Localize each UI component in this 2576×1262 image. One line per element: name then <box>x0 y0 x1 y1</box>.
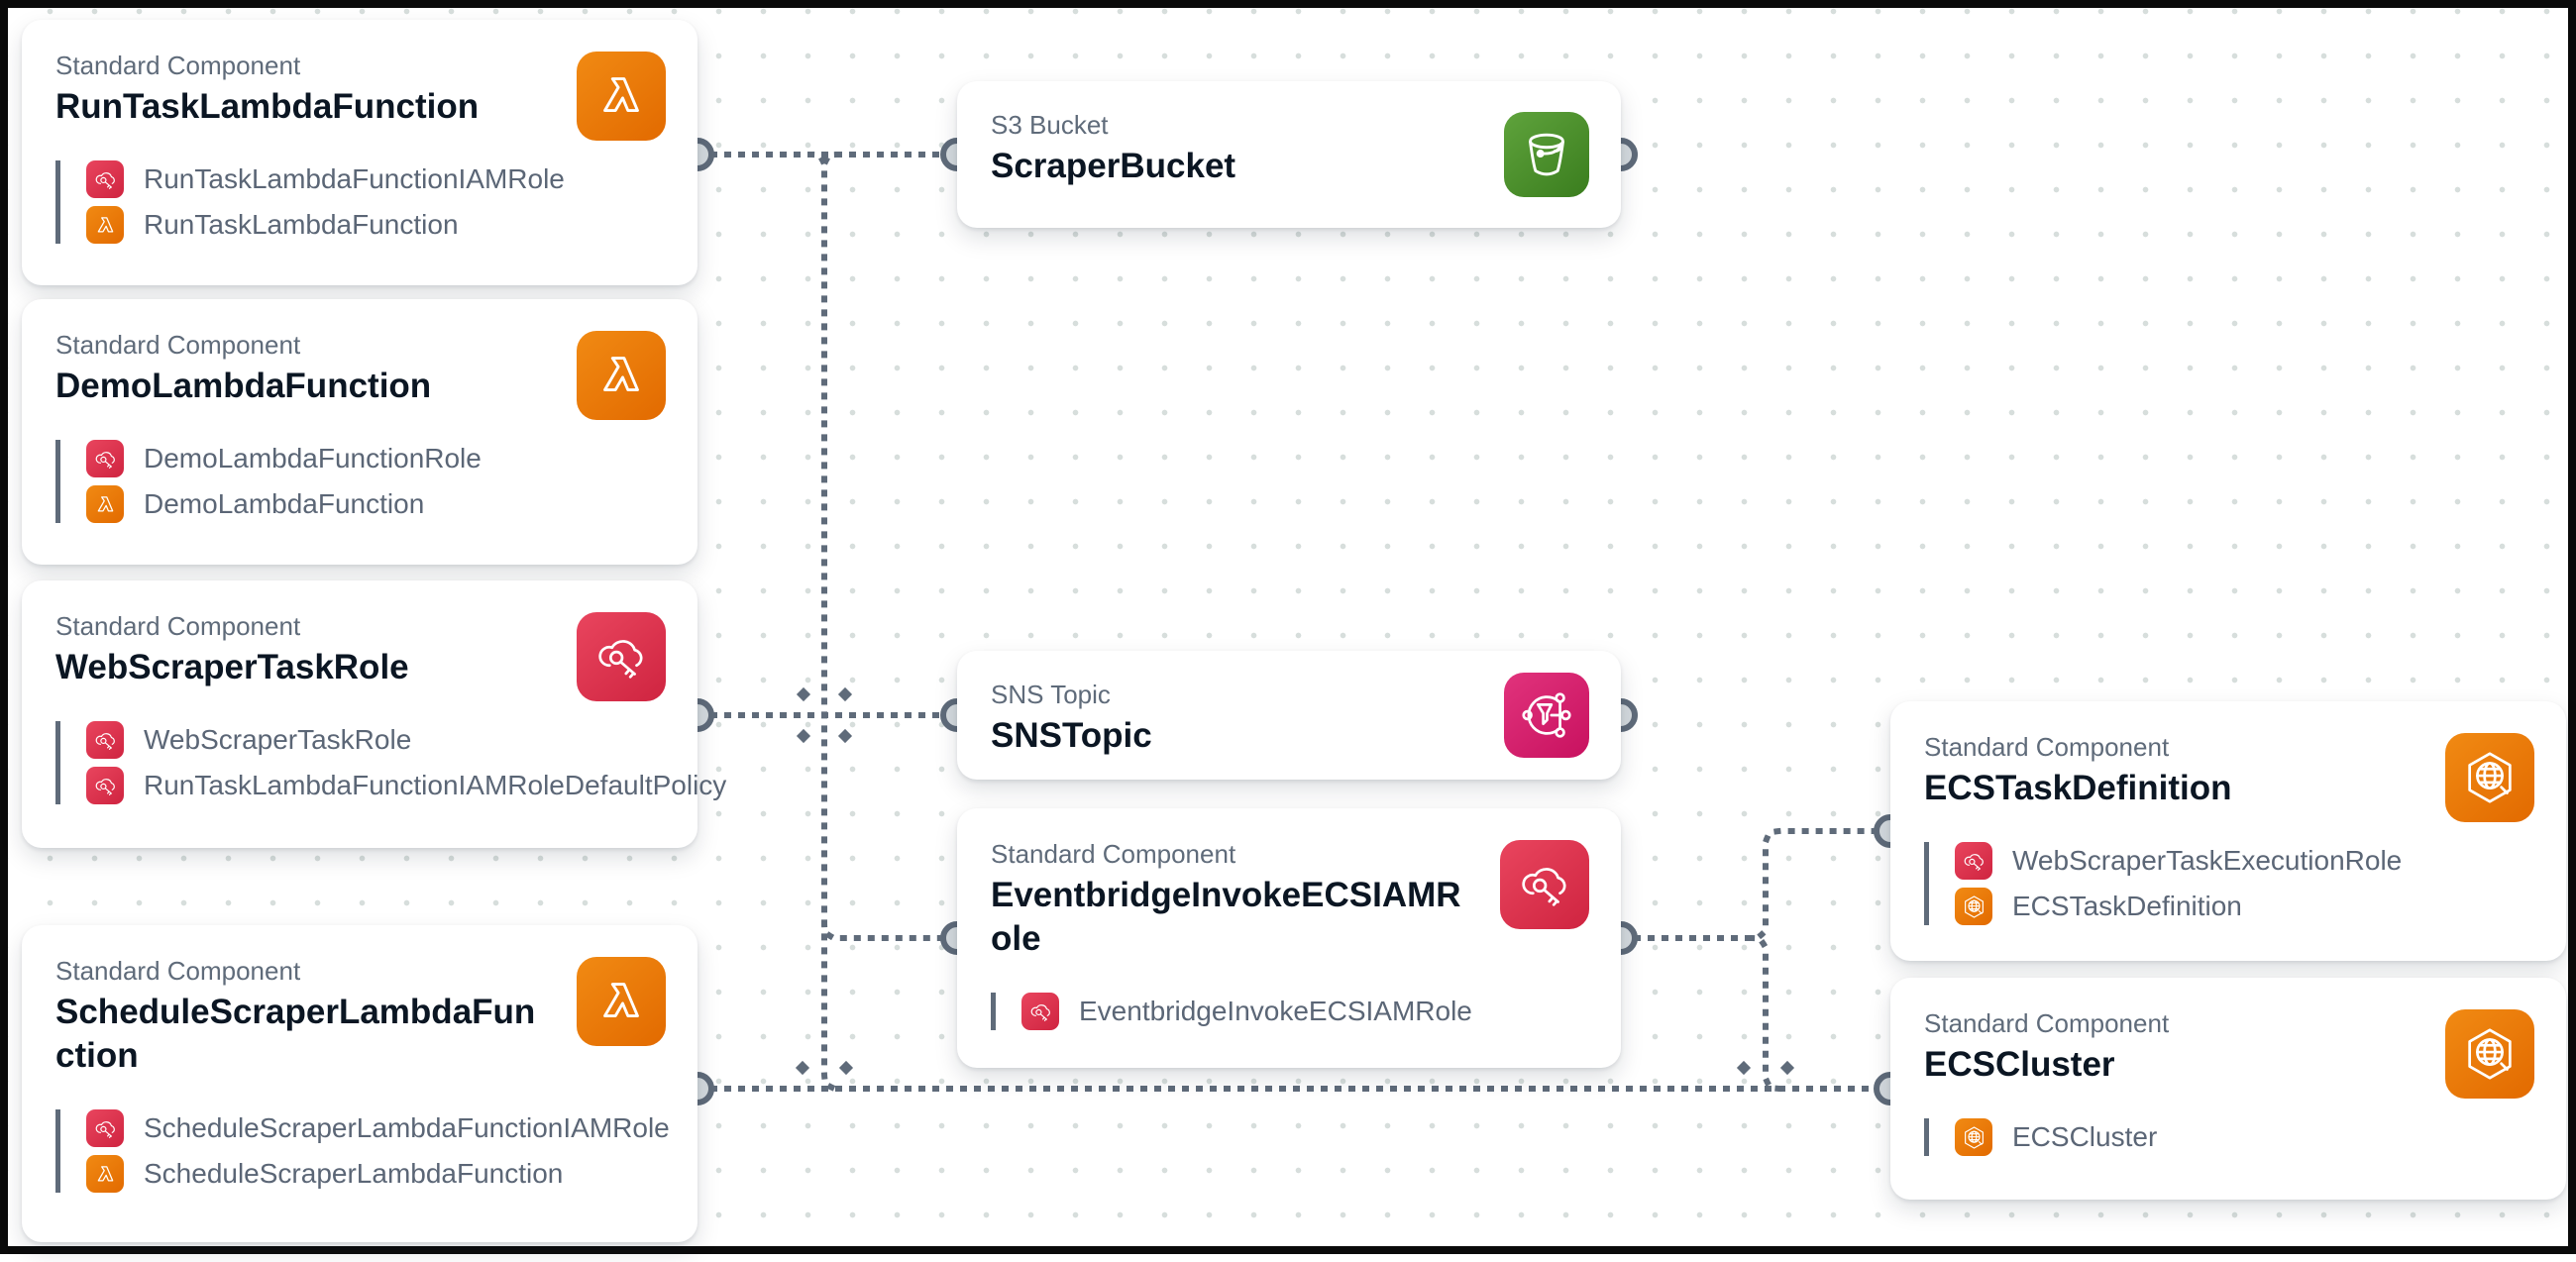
component-card-ecscluster[interactable]: Standard Component ECSCluster ECSCluster <box>1890 978 2566 1200</box>
list-item[interactable]: WebScraperTaskRole <box>86 721 678 759</box>
ecs-icon <box>2445 1009 2534 1099</box>
card-title: ScheduleScraperLambdaFunction <box>55 993 536 1075</box>
card-type-label: Standard Component <box>55 51 301 80</box>
ecs-icon <box>1955 888 1992 925</box>
sub-resource-list: EventbridgeInvokeECSIAMRole <box>991 993 1601 1030</box>
iam-role-icon <box>86 160 124 198</box>
card-type-label: Standard Component <box>55 611 301 641</box>
lambda-icon <box>577 957 666 1046</box>
lambda-icon <box>577 52 666 141</box>
card-type-label: Standard Component <box>55 330 301 360</box>
card-title: DemoLambdaFunction <box>55 367 432 405</box>
list-item[interactable]: ScheduleScraperLambdaFunctionIAMRole <box>86 1109 678 1147</box>
item-label: DemoLambdaFunctionRole <box>144 443 482 473</box>
item-label: DemoLambdaFunction <box>144 488 425 519</box>
card-title: EventbridgeInvokeECSIAMRole <box>991 876 1461 958</box>
resource-card-scraperbucket[interactable]: S3 Bucket ScraperBucket <box>957 81 1621 228</box>
card-type-label: Standard Component <box>1924 1008 2170 1038</box>
lambda-icon <box>86 206 124 244</box>
item-label: WebScraperTaskRole <box>144 724 412 755</box>
iam-role-icon <box>86 767 124 804</box>
lambda-icon <box>577 331 666 420</box>
item-label: WebScraperTaskExecutionRole <box>2012 845 2403 876</box>
sub-resource-list: ScheduleScraperLambdaFunctionIAMRole Sch… <box>55 1109 678 1193</box>
item-label: ECSCluster <box>2012 1121 2158 1152</box>
diagram-canvas[interactable]: Standard Component RunTaskLambdaFunction… <box>8 8 2568 1246</box>
card-type-label: Standard Component <box>991 839 1236 869</box>
iam-role-icon <box>1021 993 1059 1030</box>
list-item[interactable]: ECSCluster <box>1955 1118 2546 1156</box>
iam-role-icon <box>1500 840 1589 929</box>
card-type-label: S3 Bucket <box>991 110 1109 140</box>
sub-resource-list: WebScraperTaskExecutionRole ECSTaskDefin… <box>1924 842 2546 925</box>
list-item[interactable]: DemoLambdaFunctionRole <box>86 440 678 477</box>
item-label: RunTaskLambdaFunctionIAMRole <box>144 163 565 194</box>
component-card-webscrapertaskrole[interactable]: Standard Component WebScraperTaskRole We… <box>22 580 726 848</box>
list-item[interactable]: WebScraperTaskExecutionRole <box>1955 842 2546 880</box>
component-card-ecstaskdefinition[interactable]: Standard Component ECSTaskDefinition Web… <box>1890 701 2566 961</box>
card-type-label: SNS Topic <box>991 680 1111 709</box>
ecs-icon <box>2445 733 2534 822</box>
list-item[interactable]: RunTaskLambdaFunctionIAMRole <box>86 160 678 198</box>
lambda-icon <box>86 485 124 523</box>
iam-role-icon <box>86 440 124 477</box>
list-item[interactable]: RunTaskLambdaFunctionIAMRoleDefaultPolic… <box>86 767 726 804</box>
sub-resource-list: RunTaskLambdaFunctionIAMRole RunTaskLamb… <box>55 160 678 244</box>
item-label: EventbridgeInvokeECSIAMRole <box>1079 996 1472 1026</box>
list-item[interactable]: RunTaskLambdaFunction <box>86 206 678 244</box>
iam-role-icon <box>86 1109 124 1147</box>
resource-card-snstopic[interactable]: SNS Topic SNSTopic <box>957 651 1621 780</box>
component-card-demolambdafunction[interactable]: Standard Component DemoLambdaFunction De… <box>22 299 698 565</box>
card-type-label: Standard Component <box>1924 732 2170 762</box>
ecs-icon <box>1955 1118 1992 1156</box>
iam-role-icon <box>1955 842 1992 880</box>
item-label: ECSTaskDefinition <box>2012 891 2242 921</box>
item-label: RunTaskLambdaFunction <box>144 209 459 240</box>
component-card-runtasklambdafunction[interactable]: Standard Component RunTaskLambdaFunction… <box>22 20 698 285</box>
s3-bucket-icon <box>1504 112 1589 197</box>
card-title: RunTaskLambdaFunction <box>55 87 480 126</box>
sub-resource-list: DemoLambdaFunctionRole DemoLambdaFunctio… <box>55 440 678 523</box>
card-title: SNSTopic <box>991 716 1152 755</box>
card-title: ECSTaskDefinition <box>1924 769 2232 807</box>
iam-role-icon <box>86 721 124 759</box>
list-item[interactable]: EventbridgeInvokeECSIAMRole <box>1021 993 1601 1030</box>
item-label: ScheduleScraperLambdaFunctionIAMRole <box>144 1112 670 1143</box>
card-type-label: Standard Component <box>55 956 301 986</box>
sns-topic-icon <box>1504 673 1589 758</box>
list-item[interactable]: ECSTaskDefinition <box>1955 888 2546 925</box>
list-item[interactable]: ScheduleScraperLambdaFunction <box>86 1155 678 1193</box>
card-title: ECSCluster <box>1924 1045 2115 1084</box>
component-card-eventbridgeinvokeecsiamrole[interactable]: Standard Component EventbridgeInvokeECSI… <box>957 808 1621 1068</box>
sub-resource-list: ECSCluster <box>1924 1118 2546 1156</box>
item-label: RunTaskLambdaFunctionIAMRoleDefaultPolic… <box>144 770 727 800</box>
item-label: ScheduleScraperLambdaFunction <box>144 1158 564 1189</box>
sub-resource-list: WebScraperTaskRole RunTaskLambdaFunction… <box>55 721 726 804</box>
card-title: WebScraperTaskRole <box>55 648 409 686</box>
list-item[interactable]: DemoLambdaFunction <box>86 485 678 523</box>
card-title: ScraperBucket <box>991 147 1236 185</box>
lambda-icon <box>86 1155 124 1193</box>
component-card-schedulescraperlambdafunction[interactable]: Standard Component ScheduleScraperLambda… <box>22 925 698 1242</box>
iam-role-icon <box>577 612 666 701</box>
